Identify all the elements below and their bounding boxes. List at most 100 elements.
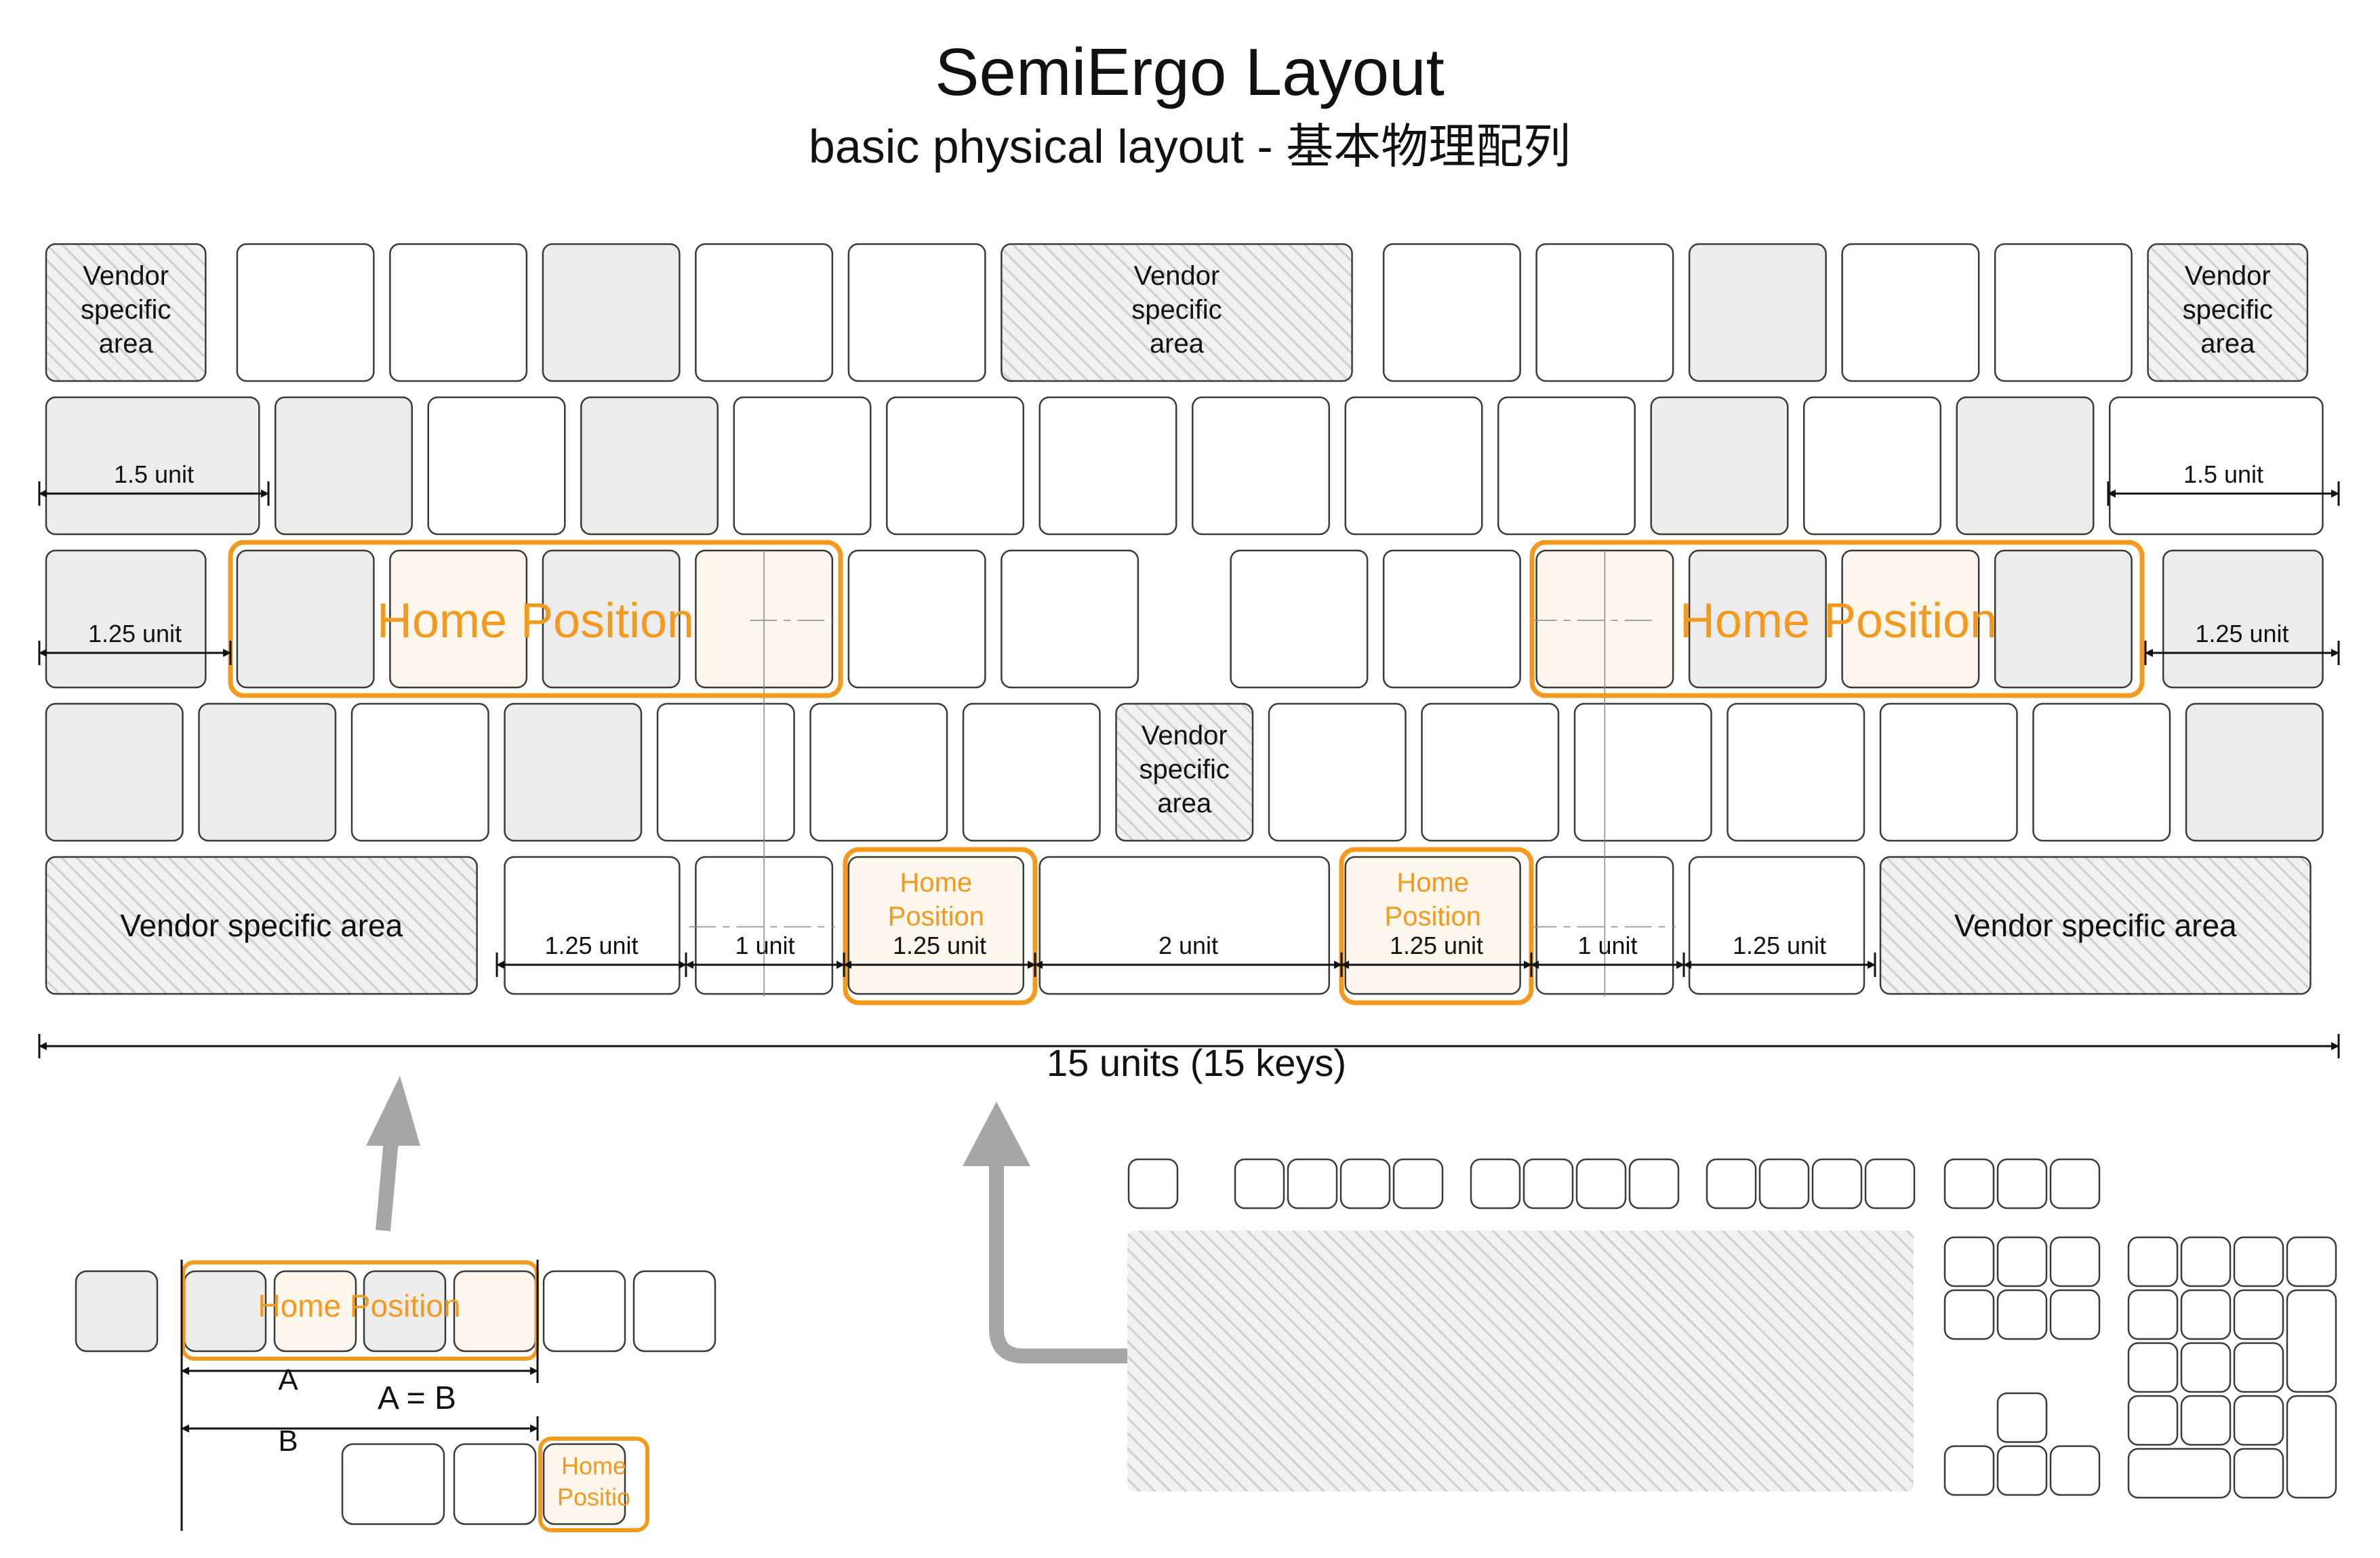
key — [2233, 1289, 2284, 1340]
key — [2127, 1236, 2179, 1287]
key — [2127, 1342, 2179, 1393]
dimension-line — [38, 1034, 2340, 1058]
key — [2233, 1342, 2284, 1393]
key — [1421, 702, 1560, 842]
key — [542, 549, 681, 689]
dimension-label: 1.25 unit — [1733, 932, 1826, 959]
key — [1688, 549, 1827, 689]
key — [1688, 856, 1865, 995]
key — [656, 702, 795, 842]
key — [2180, 1289, 2232, 1340]
key — [236, 549, 375, 689]
key — [1996, 1289, 2048, 1340]
key — [1956, 396, 2095, 536]
key — [1943, 1445, 1995, 1496]
key — [1535, 243, 1674, 382]
key — [1943, 1289, 1995, 1340]
key — [542, 1443, 626, 1525]
key — [2127, 1289, 2179, 1340]
key — [363, 1270, 447, 1353]
key — [1268, 702, 1407, 842]
vendor-specific-label-line: area — [1157, 788, 1212, 818]
key — [2286, 1289, 2337, 1393]
key — [542, 243, 681, 382]
key — [236, 243, 375, 382]
key — [1727, 702, 1865, 842]
vendor-specific-key — [1001, 243, 1353, 382]
key — [2233, 1395, 2284, 1446]
dimension-line: 1.5 unit — [2107, 460, 2340, 506]
key — [1001, 549, 1139, 689]
key — [1038, 856, 1330, 995]
key — [695, 243, 834, 382]
vendor-specific-label-line: specific — [1139, 755, 1230, 784]
home-position-label-line: Home — [900, 868, 972, 898]
dimension-line — [180, 1416, 539, 1441]
vendor-specific-label-line: specific — [2183, 295, 2273, 325]
dimension-line: 1.5 unit — [38, 460, 270, 506]
home-position-label-line: Position — [1385, 902, 1481, 932]
key — [962, 702, 1101, 842]
key — [1573, 702, 1712, 842]
key — [1234, 1158, 1285, 1210]
vendor-specific-label-line: area — [1150, 329, 1205, 359]
key — [2049, 1445, 2101, 1496]
total-width-label: 15 units (15 keys) — [1047, 1041, 1346, 1084]
key — [1470, 1158, 1521, 1210]
key — [847, 856, 1024, 995]
key — [1382, 549, 1521, 689]
dimension-line: 1.25 unit — [496, 932, 687, 977]
home-position-frame — [1339, 847, 1534, 1005]
home-position-label-line: Positio — [557, 1483, 630, 1511]
key — [1996, 1236, 2048, 1287]
key — [2127, 1395, 2179, 1446]
key — [1230, 549, 1369, 689]
key — [1758, 1158, 1810, 1210]
key — [1192, 396, 1330, 536]
key — [1841, 243, 1980, 382]
vendor-specific-key — [45, 856, 478, 995]
key — [273, 1270, 357, 1353]
key — [2286, 1395, 2337, 1499]
key — [809, 702, 948, 842]
key — [1628, 1158, 1680, 1210]
vendor-specific-label-line: area — [99, 329, 154, 359]
dimension-label: 1 unit — [1577, 932, 1637, 959]
home-position-label: Home Position — [258, 1288, 460, 1323]
key — [1996, 1158, 2048, 1210]
vendor-specific-label-line: Vendor — [83, 261, 169, 291]
key — [1392, 1158, 1444, 1210]
key — [1497, 396, 1636, 536]
home-position-label: Home Position — [377, 594, 694, 648]
dimension-label: 2 unit — [1158, 932, 1218, 959]
key — [1943, 1236, 1995, 1287]
key — [1943, 1158, 1995, 1210]
vendor-specific-key — [2147, 243, 2309, 382]
key — [275, 396, 413, 536]
key — [580, 396, 719, 536]
key — [1994, 549, 2133, 689]
key — [1688, 243, 1827, 382]
key — [2049, 1158, 2101, 1210]
dimension-label: 1 unit — [735, 932, 794, 959]
key — [1879, 702, 2018, 842]
key — [2049, 1236, 2101, 1287]
dimension-label: 1.5 unit — [114, 460, 194, 488]
arrow-up-icon — [366, 1076, 420, 1231]
key — [1811, 1158, 1863, 1210]
vendor-specific-key — [1115, 702, 1254, 842]
home-position-frame — [1529, 540, 2145, 698]
key — [1996, 1392, 2048, 1443]
key — [2180, 1395, 2232, 1446]
key — [1339, 1158, 1391, 1210]
key — [45, 702, 184, 842]
key — [2180, 1342, 2232, 1393]
key — [198, 702, 337, 842]
key — [389, 549, 528, 689]
dimension-label: 1.25 unit — [544, 932, 638, 959]
